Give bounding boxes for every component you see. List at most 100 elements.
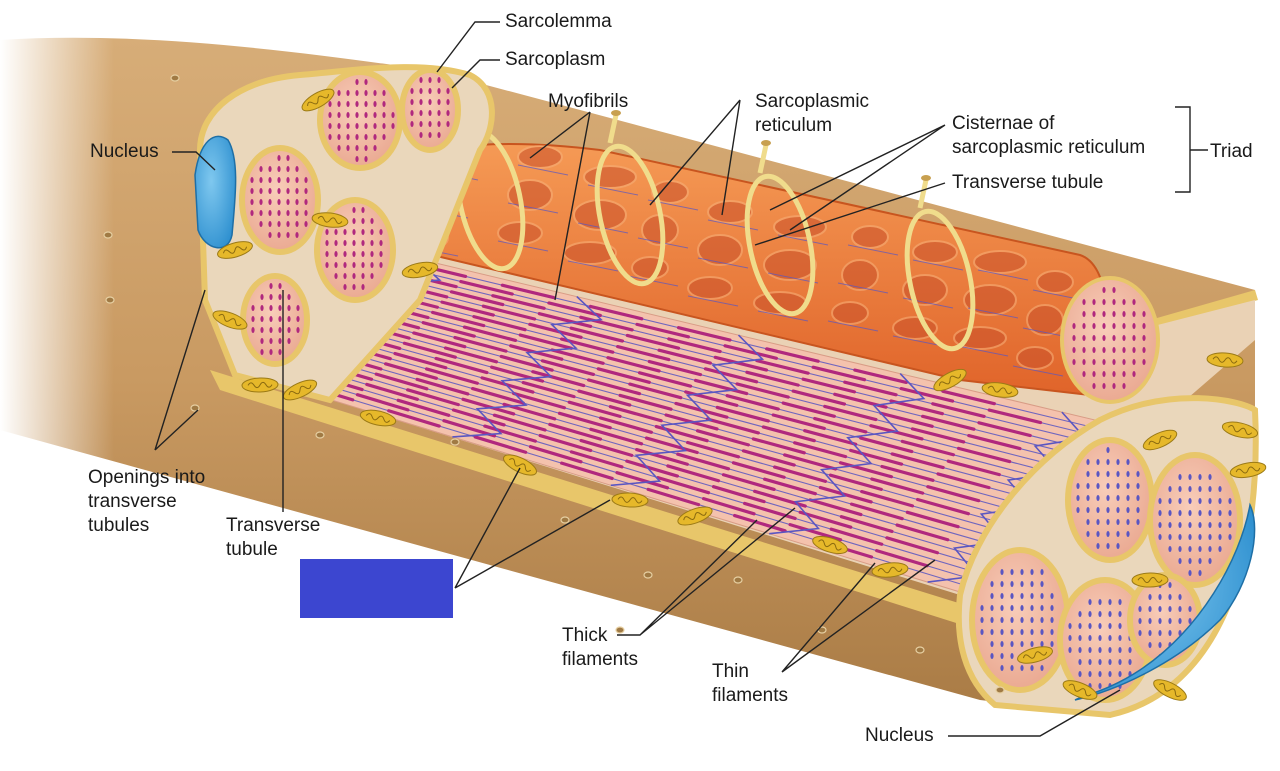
thin-filament-dot [1076, 507, 1080, 513]
thick-filament-dot [337, 90, 341, 96]
thick-filament-dot [437, 121, 441, 127]
sarcolemma-rim [210, 370, 1010, 640]
thick-filament-dot [328, 101, 332, 107]
mitochondrion-crista [1068, 683, 1092, 697]
thick-filament [843, 380, 898, 397]
thick-filament [946, 459, 1001, 477]
thick-filament-dot [1132, 311, 1136, 317]
thin-filament [837, 282, 889, 294]
thin-filament-dot [1188, 534, 1192, 540]
thin-filament-dot [1188, 606, 1192, 612]
thin-filament-dot [1010, 617, 1014, 623]
thick-filament [569, 450, 624, 469]
thin-filament-dot [1076, 483, 1080, 489]
thick-filament [977, 421, 1032, 438]
thick-filament-dot [355, 90, 359, 96]
thin-filament-dot [1106, 459, 1110, 465]
mitochondrion [217, 241, 253, 259]
thick-filament-dot [334, 251, 338, 257]
thick-filament [421, 321, 476, 338]
thin-filament-dot [1050, 605, 1054, 611]
thin-filament-dot [990, 593, 994, 599]
thin-filament-dot [1108, 671, 1112, 677]
thick-filament-dot [419, 110, 423, 116]
thick-filament [869, 424, 924, 441]
thick-filament-dot [428, 77, 432, 83]
thick-filament [461, 397, 516, 416]
mitochondrion [1017, 646, 1053, 664]
thick-filament-dot [1112, 311, 1116, 317]
mitochondrion [401, 261, 439, 279]
thin-filament-dot [1138, 630, 1142, 636]
thin-filament-dot [1168, 606, 1172, 612]
thin-filament-dot [1198, 474, 1202, 480]
thick-filament [431, 310, 486, 328]
thick-filament-dot [277, 155, 281, 161]
thick-filament [859, 436, 914, 454]
thick-filament-dot [379, 251, 383, 257]
thin-filament-dot [1118, 659, 1122, 665]
thin-filament-dot [1020, 569, 1024, 575]
thick-filament-dot [346, 145, 350, 151]
thick-filament [491, 294, 546, 310]
thick-filament-dot [334, 240, 338, 246]
thick-filament [528, 322, 583, 339]
thick-filament-dot [269, 316, 273, 322]
thin-filament-dot [1126, 531, 1130, 537]
thick-filament-dot [382, 90, 386, 96]
thick-filament-dot [410, 110, 414, 116]
thick-filament-dot [364, 112, 368, 118]
thick-filament [628, 382, 683, 400]
mitochondrion [812, 535, 848, 555]
thick-filament [781, 401, 836, 418]
thick-filament [608, 405, 663, 423]
thick-filament-dot [277, 199, 281, 205]
thick-filament-dot [1122, 311, 1126, 317]
thin-filament-dot [1108, 611, 1112, 617]
thin-filament-dot [1106, 483, 1110, 489]
thick-filament-dot [437, 77, 441, 83]
thick-filament-dot [446, 88, 450, 94]
label-sarcoplasmic-reticulum-line2: reticulum [755, 115, 833, 136]
thick-filament-dot [1122, 323, 1126, 329]
thin-filament-dot [1168, 522, 1172, 528]
thin-filament-dot [1020, 629, 1024, 635]
thin-filament [517, 164, 569, 176]
thick-filament-dot [373, 90, 377, 96]
thick-filament-dot [343, 251, 347, 257]
thick-filament [625, 333, 681, 350]
t-tubule-openings [103, 74, 1005, 694]
label-openings-line1: Openings into [88, 467, 206, 488]
thick-filament-dot [419, 77, 423, 83]
thick-filament-dot [1072, 335, 1076, 341]
thick-filament-dot [250, 210, 254, 216]
thick-filament-dot [259, 188, 263, 194]
thick-filament-dot [287, 294, 291, 300]
thick-filament [537, 312, 593, 328]
thin-filament-dot [1040, 593, 1044, 599]
thick-filament-dot [1092, 311, 1096, 317]
thick-filament [473, 435, 528, 454]
thick-filament-dot [1082, 347, 1086, 353]
thick-filament-dot [260, 305, 264, 311]
thin-filament [507, 202, 559, 214]
thick-filament [900, 439, 955, 457]
thin-filament-dot [1050, 629, 1054, 635]
thin-filament-dot [1010, 581, 1014, 587]
thin-filament-dot [1178, 522, 1182, 528]
mitochondrion [1131, 572, 1169, 588]
t-tubule-opening [615, 626, 625, 634]
thick-filament-dot [361, 262, 365, 268]
thick-filament-dot [269, 327, 273, 333]
thin-filament-dot [1078, 647, 1082, 653]
thick-filament-dot [287, 327, 291, 333]
thin-filament-dot [1010, 569, 1014, 575]
thin-filament-dot [990, 581, 994, 587]
thin-filament-dot [1116, 459, 1120, 465]
mitochondrion-crista [1235, 466, 1261, 474]
thin-filament-dot [1040, 629, 1044, 635]
thin-filament-dot [1148, 630, 1152, 636]
thick-filament [548, 422, 603, 441]
thin-filament-dot [1010, 653, 1014, 659]
